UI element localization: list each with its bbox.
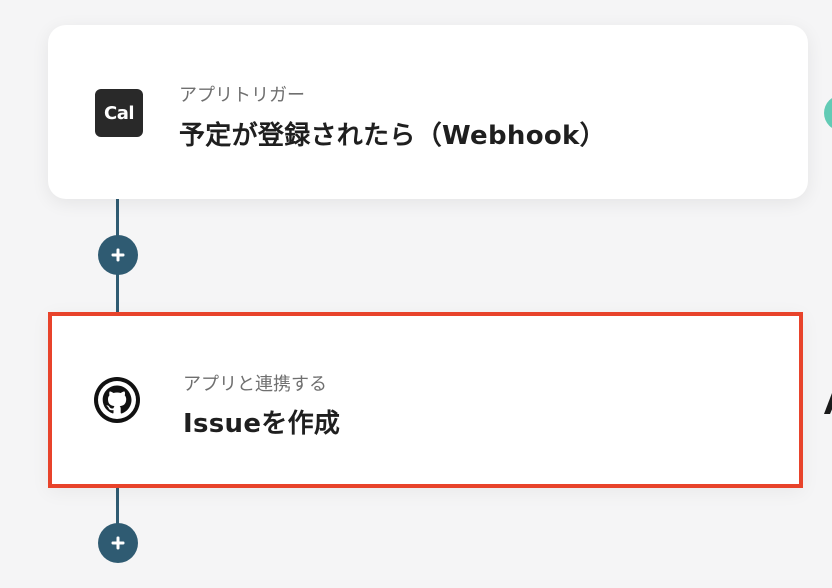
trigger-step-title: 予定が登録されたら（Webhook） (179, 121, 606, 151)
trigger-step-card[interactable]: Cal アプリトリガー 予定が登録されたら（Webhook） (48, 25, 808, 199)
action-step-card[interactable]: アプリと連携する Issueを作成 (48, 312, 803, 488)
github-icon (94, 377, 140, 423)
action-kind-label: アプリと連携する (183, 374, 327, 395)
partial-teal-circle (824, 95, 832, 131)
cal-com-icon: Cal (95, 89, 143, 137)
trigger-kind-label: アプリトリガー (179, 85, 305, 106)
plus-icon (111, 536, 125, 550)
partial-dark-shape (824, 393, 832, 414)
action-step-title: Issueを作成 (183, 409, 341, 439)
cal-com-icon-text: Cal (103, 102, 135, 124)
add-step-button-1[interactable] (98, 235, 138, 275)
connector-line-bottom (116, 488, 119, 548)
plus-icon (111, 248, 125, 262)
add-step-button-2[interactable] (98, 523, 138, 563)
